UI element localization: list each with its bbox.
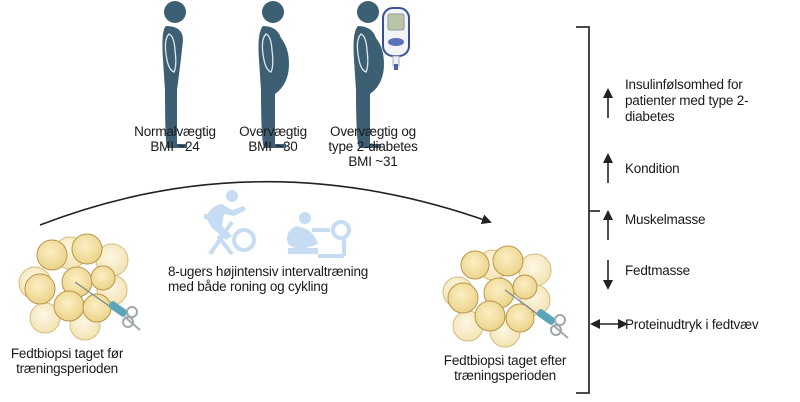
biopsy-after-label: Fedtbiopsi taget efter træningsperioden — [443, 353, 567, 383]
fat-tissue-before — [18, 233, 129, 341]
outcome-insulin-sensitivity: Insulinfølsomhed for patienter med type … — [625, 77, 749, 124]
bike-exercise-icon — [204, 190, 256, 256]
intervention-label: 8-ugers højintensiv intervaltræning med … — [168, 264, 369, 294]
outcome-protein-expression: Proteinudtryk i fedtvæv — [625, 317, 759, 332]
timeline-arrow — [39, 180, 492, 226]
results-bracket — [576, 26, 600, 394]
syringe-icon-before — [74, 281, 141, 331]
fat-tissue-after — [442, 245, 552, 348]
biopsy-before-label: Fedtbiopsi taget før træningsperioden — [10, 346, 124, 376]
glucose-meter-icon — [382, 7, 410, 70]
group-label-overweight-diabetes: Overvægtig og type 2-diabetes BMI ~31 — [328, 124, 418, 169]
outcome-muscle-mass: Muskelmasse — [625, 212, 706, 227]
outcome-fat-mass: Fedtmasse — [625, 263, 690, 278]
outcome-fitness: Kondition — [625, 161, 680, 176]
group-label-overweight: Overvægtig BMI ~30 — [239, 124, 307, 154]
syringe-icon-after — [504, 289, 569, 339]
group-label-normal: Normalvægtig BMI ~24 — [134, 124, 216, 154]
rowing-exercise-icon — [287, 212, 351, 258]
